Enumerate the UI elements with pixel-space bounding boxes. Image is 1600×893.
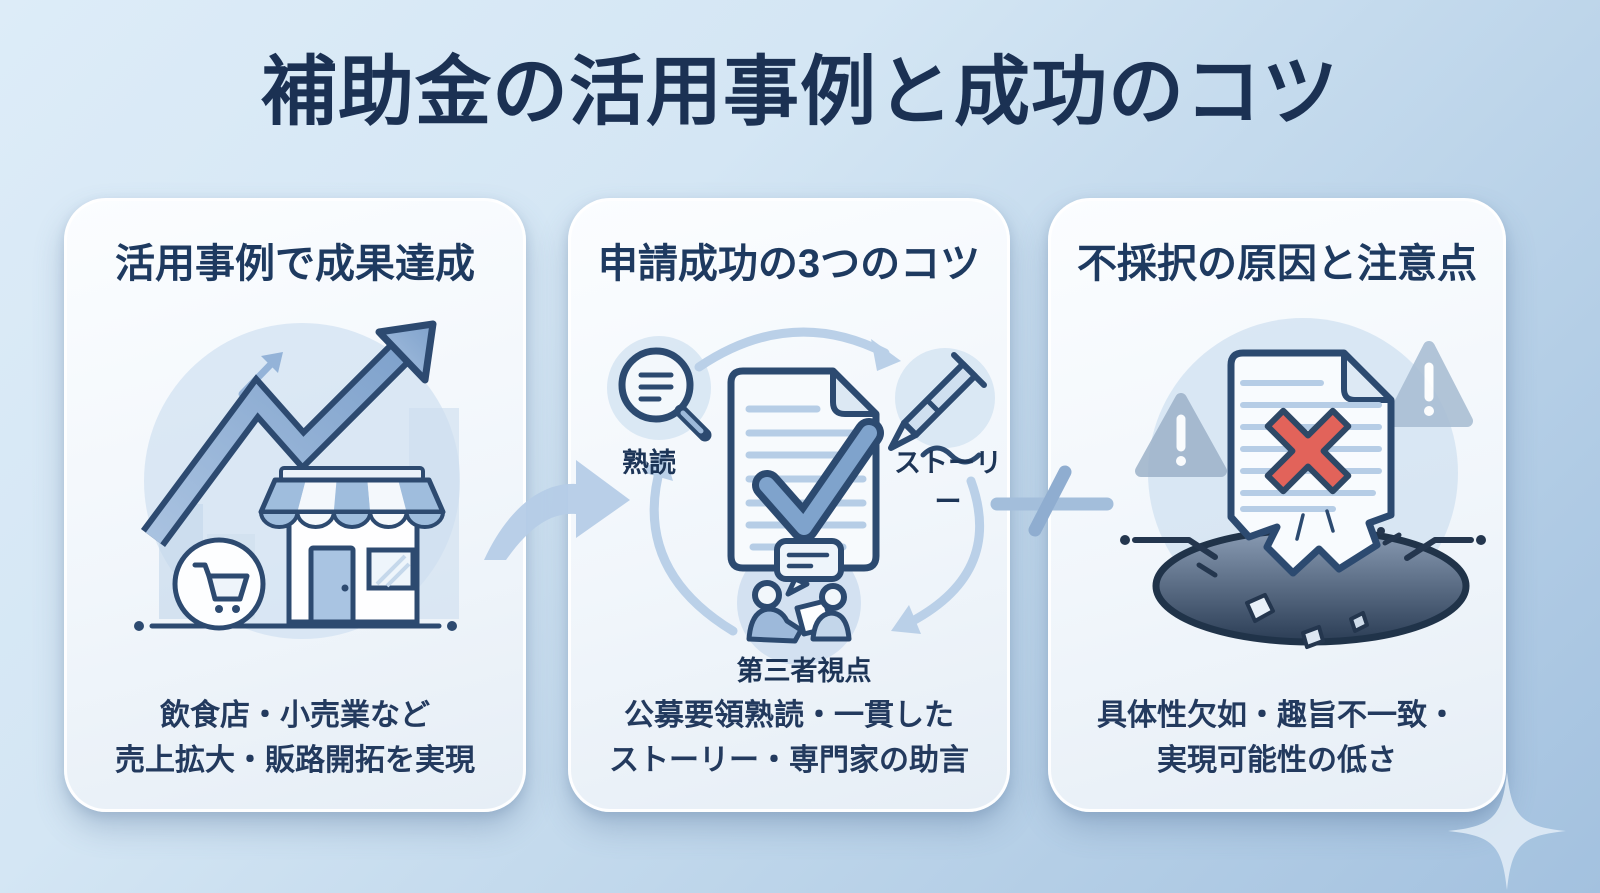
card-success-tips-caption: 公募要領熟読・一貫した ストーリー・専門家の助言 <box>571 693 1007 783</box>
card-use-cases-title: 活用事例で成果達成 <box>115 242 475 286</box>
label-third-party-view: 第三者視点 <box>736 656 872 686</box>
page-title: 補助金の活用事例と成功のコツ <box>261 50 1339 135</box>
ground-line <box>1120 535 1486 561</box>
application-cycle-illustration <box>571 303 1013 723</box>
document-check-icon <box>727 367 884 572</box>
card-use-cases: 活用事例で成果達成 <box>64 198 526 812</box>
people-discussion-icon <box>746 538 852 644</box>
check-icon <box>752 418 884 542</box>
cycle-arrow-top-icon <box>694 327 901 372</box>
growth-zigzag-arrow-icon <box>140 320 437 547</box>
magnifier-icon <box>618 347 712 442</box>
caption-line: 公募要領熟読・一貫した <box>624 699 954 732</box>
sparkle-icon <box>1448 772 1566 890</box>
card-success-tips-title: 申請成功の3つのコツ <box>597 242 981 286</box>
card-rejection-causes-caption: 具体性欠如・趣旨不一致・ 実現可能性の低さ <box>1051 693 1503 783</box>
warning-triangle-right-icon <box>1385 341 1473 427</box>
cycle-arrow-right-icon <box>891 476 984 634</box>
rejected-document-svg <box>1120 318 1486 649</box>
shopping-cart-icon <box>172 537 266 631</box>
cycle-arrow-left-icon <box>642 451 738 636</box>
card-rejection-causes-title: 不採択の原因と注意点 <box>1077 242 1477 286</box>
card-success-tips: 申請成功の3つのコツ <box>568 198 1010 812</box>
storefront-icon <box>258 466 446 625</box>
application-cycle-svg <box>607 327 995 665</box>
caption-line: 実現可能性の低さ <box>1157 744 1397 777</box>
caption-line: 飲食店・小売業など <box>160 699 430 732</box>
card-rejection-causes: 不採択の原因と注意点 <box>1048 198 1506 812</box>
caption-line: 売上拡大・販路開拓を実現 <box>115 744 475 777</box>
cross-icon <box>1264 407 1352 495</box>
blocked-connector-icon <box>990 465 1114 537</box>
growth-store-illustration <box>67 296 529 696</box>
caption-line: 具体性欠如・趣旨不一致・ <box>1097 699 1457 732</box>
debris-icon <box>1196 527 1402 649</box>
flow-arrow-icon <box>484 460 630 560</box>
warning-triangle-left-icon <box>1135 393 1227 477</box>
caption-line: ストーリー・専門家の助言 <box>609 744 969 777</box>
growth-store-svg <box>134 320 460 639</box>
card-use-cases-caption: 飲食店・小売業など 売上拡大・販路開拓を実現 <box>67 693 523 783</box>
rejected-document-illustration <box>1051 303 1509 723</box>
rejected-document-icon <box>1227 349 1395 577</box>
pen-icon <box>888 352 987 465</box>
label-read-carefully: 熟読 <box>622 448 676 478</box>
label-story: ストーリー <box>894 448 1002 517</box>
